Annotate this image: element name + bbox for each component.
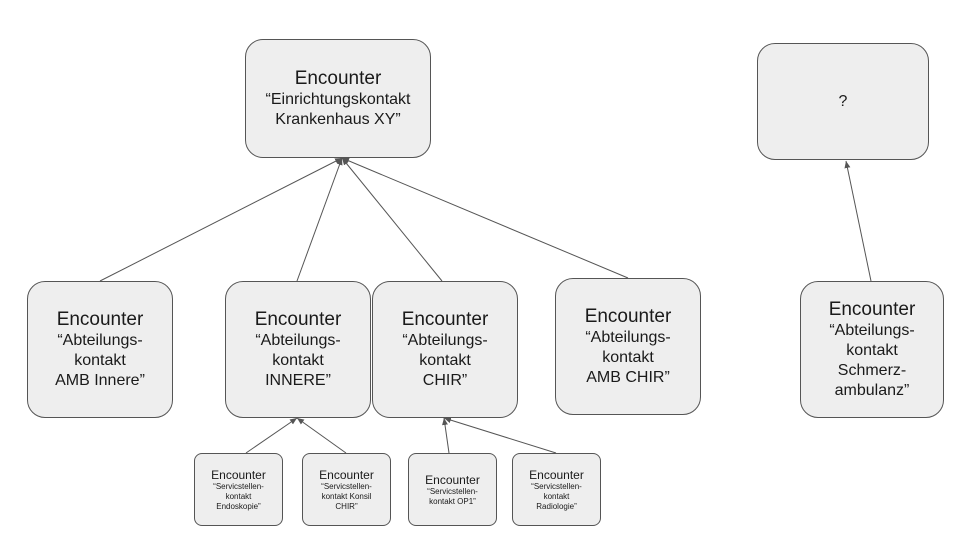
node-chir[interactable]: Encounter “Abteilungs- kontakt CHIR” — [372, 281, 518, 418]
node-schmerz-subtitle: “Abteilungs- kontakt Schmerz- ambulanz” — [829, 321, 915, 399]
node-chir-title: Encounter — [401, 308, 489, 330]
node-innere-title: Encounter — [254, 308, 342, 330]
node-op1[interactable]: Encounter “Servicstellen- kontakt OP1” — [408, 453, 497, 526]
edge-chir-to-root — [341, 157, 443, 282]
node-root-title: Encounter — [294, 67, 382, 89]
node-konsil-chir-title: Encounter — [319, 467, 374, 482]
node-amb-chir-title: Encounter — [584, 305, 672, 327]
node-radiologie-title: Encounter — [529, 467, 584, 482]
node-op1-subtitle: “Servicstellen- kontakt OP1” — [427, 486, 478, 506]
node-amb-innere-title: Encounter — [56, 308, 144, 330]
node-konsil-chir-subtitle: “Servicstellen- kontakt Konsil CHIR” — [321, 481, 372, 511]
node-endoskopie-title: Encounter — [211, 467, 266, 482]
edge-op1-to-chir — [442, 417, 450, 454]
edge-innere-to-root — [296, 157, 343, 282]
node-unknown-subtitle: ? — [838, 92, 848, 110]
edge-konsil-chir-to-innere — [296, 417, 347, 454]
node-amb-chir[interactable]: Encounter “Abteilungs- kontakt AMB CHIR” — [555, 278, 701, 415]
node-radiologie[interactable]: Encounter “Servicstellen- kontakt Radiol… — [512, 453, 601, 526]
edge-radiologie-to-chir — [443, 417, 557, 454]
node-endoskopie[interactable]: Encounter “Servicstellen- kontakt Endosk… — [194, 453, 283, 526]
node-amb-innere[interactable]: Encounter “Abteilungs- kontakt AMB Inner… — [27, 281, 173, 418]
node-endoskopie-subtitle: “Servicstellen- kontakt Endoskopie” — [213, 481, 264, 511]
node-root[interactable]: Encounter “Einrichtungskontakt Krankenha… — [245, 39, 431, 158]
node-innere[interactable]: Encounter “Abteilungs- kontakt INNERE” — [225, 281, 371, 418]
node-unknown[interactable]: ? — [757, 43, 929, 160]
node-op1-title: Encounter — [425, 472, 480, 487]
node-konsil-chir[interactable]: Encounter “Servicstellen- kontakt Konsil… — [302, 453, 391, 526]
node-radiologie-subtitle: “Servicstellen- kontakt Radiologie” — [531, 481, 582, 511]
node-schmerz-title: Encounter — [828, 298, 916, 320]
node-root-subtitle: “Einrichtungskontakt Krankenhaus XY” — [265, 90, 411, 128]
edge-schmerz-to-unknown — [844, 160, 872, 282]
edge-endoskopie-to-innere — [245, 417, 298, 454]
node-amb-innere-subtitle: “Abteilungs- kontakt AMB Innere” — [55, 331, 145, 389]
node-schmerz[interactable]: Encounter “Abteilungs- kontakt Schmerz- … — [800, 281, 944, 418]
node-innere-subtitle: “Abteilungs- kontakt INNERE” — [255, 331, 341, 389]
node-amb-chir-subtitle: “Abteilungs- kontakt AMB CHIR” — [585, 328, 671, 386]
edge-amb-innere-to-root — [99, 157, 343, 282]
node-chir-subtitle: “Abteilungs- kontakt CHIR” — [402, 331, 488, 389]
edge-amb-chir-to-root — [341, 157, 629, 279]
